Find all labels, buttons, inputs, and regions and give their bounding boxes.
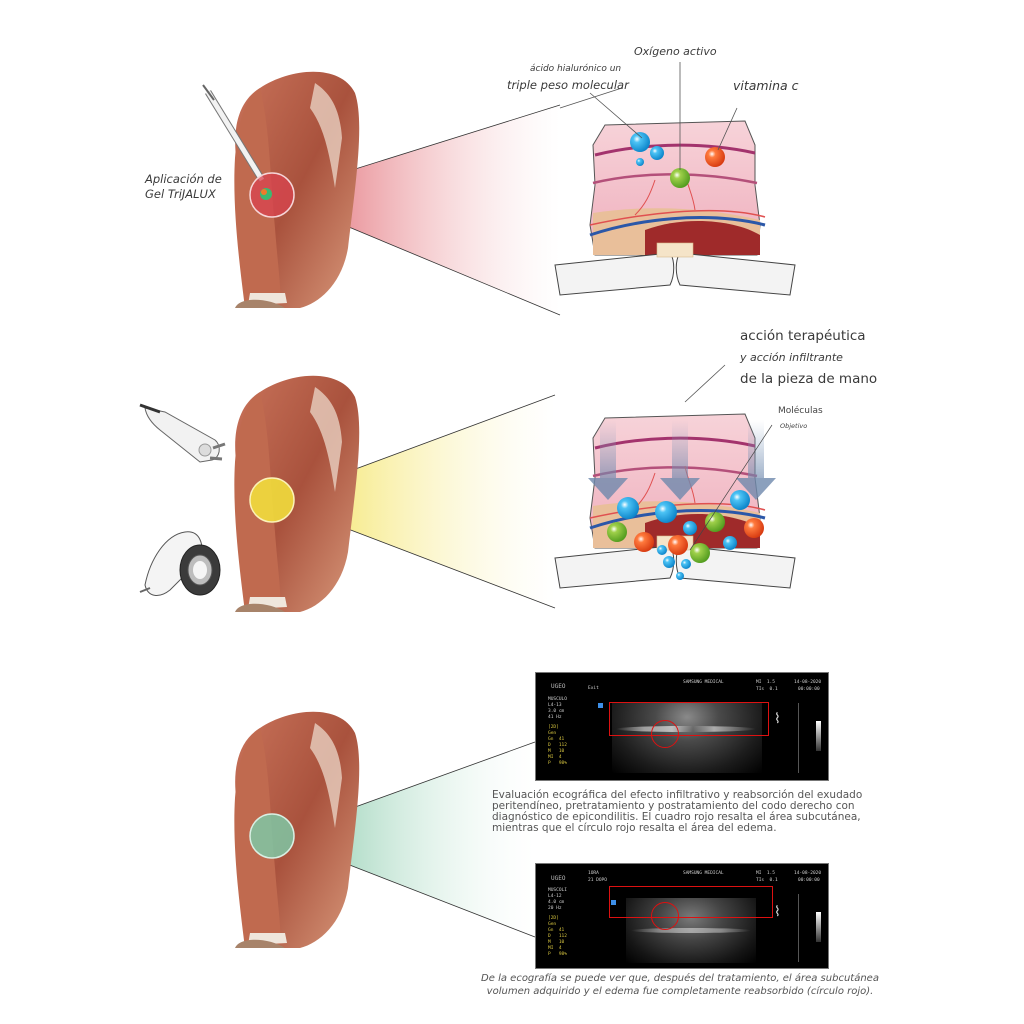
focus-marker-icon (598, 703, 603, 708)
subcutaneous-area-box (609, 702, 769, 736)
ultrasound-image-after: UGEO 1ORA 21 DOPO SAMSUNG MEDICAL MI 1.5… (535, 863, 829, 969)
ultrasound-probe-info: MUSCULO L4-13 3.0 cm 41 Hz (548, 697, 567, 720)
focus-marker-icon (611, 900, 616, 905)
ultrasound-probe-info: MUSCOLI L4-12 4.0 cm 20 Hz (548, 888, 567, 911)
bone-echo (631, 928, 751, 933)
hyaluronic-label-line1: ácido hialurónico un (530, 64, 622, 74)
probe-position-icon: ⌇ (774, 711, 781, 727)
edema-circle (651, 902, 679, 930)
magnify-cone-red (272, 105, 560, 315)
ultrasound-time: 00:00:00 (798, 878, 820, 883)
molecule-hyaluronic-small (636, 158, 644, 166)
molecule-vitamin-c (705, 147, 725, 167)
bone-echo (616, 726, 756, 732)
ultrasound-mi: MI 1.5 (756, 871, 775, 876)
gray-scale-bar (816, 721, 821, 751)
ultrasound-left-header-line2: 21 DOPO (588, 878, 607, 883)
treatment-area-highlight (249, 477, 295, 523)
ultrasound-brand: SAMSUNG MEDICAL (683, 680, 724, 685)
magnify-cone-green (275, 742, 535, 937)
panel-1-injection (202, 62, 797, 316)
action-label-line3: de la pieza de mano (740, 371, 878, 387)
ultrasound-date: 14-08-2020 (794, 871, 822, 876)
molecules-label: Moléculas (778, 406, 823, 416)
depth-scale (798, 894, 799, 962)
ultrasound-date: 14-08-2020 (794, 680, 822, 685)
action-label-line2: y acción infiltrante (740, 351, 843, 364)
injection-site-highlight (249, 172, 295, 218)
action-label-line1: acción terapéutica (740, 328, 866, 344)
syringe-icon (202, 84, 265, 182)
ultrasound-left-header: Exit (588, 686, 599, 691)
penetration-arrows (588, 420, 776, 500)
gray-scale-bar (816, 912, 821, 942)
ultrasound-scan-area (612, 703, 762, 773)
application-label: Aplicación de Gel TriJALUX (145, 172, 222, 202)
elbow-area-highlight (249, 813, 295, 859)
panel-3-ultrasound (234, 711, 536, 948)
molecule-oxygen (670, 168, 690, 188)
subcutaneous-area-box (609, 886, 773, 918)
target-molecules (607, 490, 764, 580)
application-label-line1: Aplicación de (145, 172, 222, 186)
vitamin-c-label: vitamina c (733, 78, 799, 93)
tissue-cross-section-1 (553, 119, 797, 297)
depth-scale (798, 703, 799, 773)
molecule-hyaluronic-large (630, 132, 650, 152)
molecule-hyaluronic-medium (650, 146, 664, 160)
molecules-sublabel: Objetivo (780, 422, 808, 430)
hyaluronic-label-line2: triple peso molecular (507, 78, 629, 92)
handpiece-disc-icon (139, 531, 221, 596)
ultrasound-logo: UGEO (551, 683, 566, 690)
caption-before: Evaluación ecográfica del efecto infiltr… (492, 789, 863, 834)
ultrasound-time: 00:00:00 (798, 687, 820, 692)
probe-position-icon: ⌇ (774, 904, 781, 920)
ultrasound-tis: TIs 0.1 (756, 687, 778, 692)
panel-2-handpiece (139, 364, 797, 612)
edema-circle (651, 720, 679, 748)
ultrasound-logo: UGEO (551, 875, 566, 882)
ultrasound-image-before: UGEO Exit SAMSUNG MEDICAL MI 1.5 TIs 0.1… (535, 672, 829, 781)
ultrasound-mi: MI 1.5 (756, 680, 775, 685)
ultrasound-params: [2D] Gen Gn 41 D 112 M 10 MI 4 P 98% (548, 725, 567, 766)
ultrasound-brand: SAMSUNG MEDICAL (683, 871, 724, 876)
oxygen-label: Oxígeno activo (634, 45, 717, 58)
handpiece-probe-icon (139, 403, 226, 463)
ultrasound-tis: TIs 0.1 (756, 878, 778, 883)
caption-after: De la ecografía se puede ver que, despué… (481, 973, 879, 997)
ultrasound-left-header-line1: 1ORA (588, 871, 599, 876)
application-label-line2: Gel TriJALUX (145, 187, 216, 201)
magnify-cone-yellow (272, 395, 555, 608)
ultrasound-params: [2D] Gen Gn 41 D 112 M 10 MI 4 P 98% (548, 916, 567, 957)
